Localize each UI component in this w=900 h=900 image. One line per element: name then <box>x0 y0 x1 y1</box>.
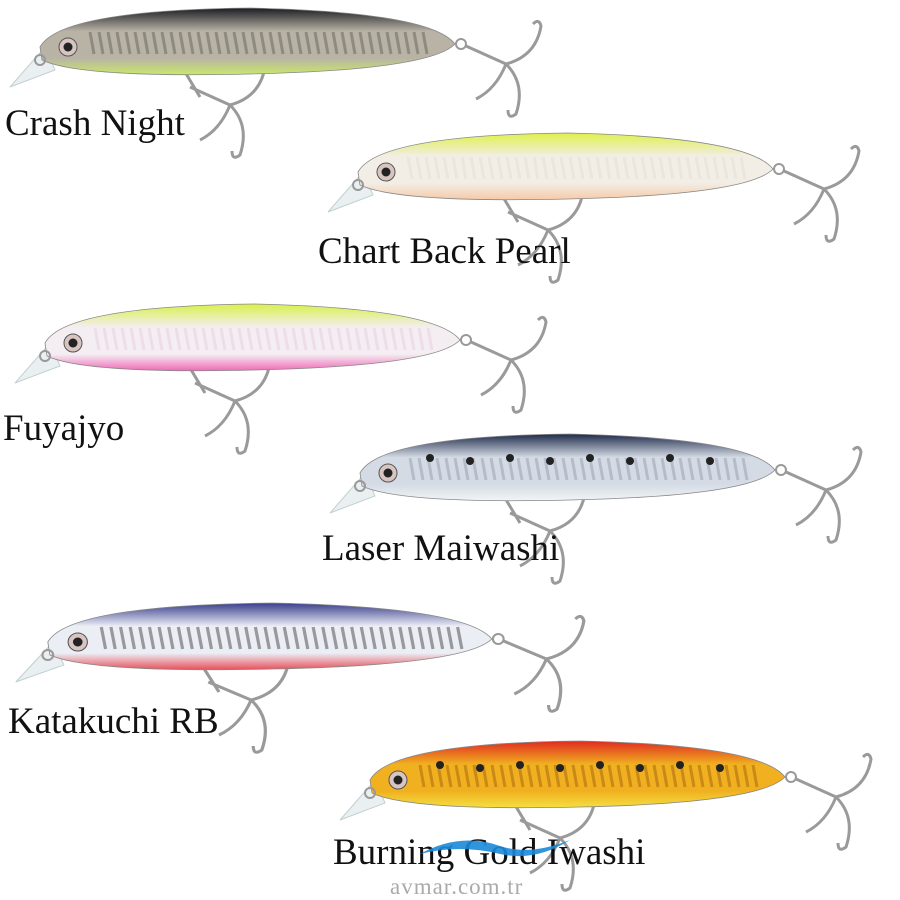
lure-label: Burning Gold Iwashi <box>333 832 646 873</box>
treble-hook-icon <box>783 144 861 243</box>
treble-hook-icon <box>795 752 873 851</box>
spot <box>706 457 714 465</box>
lure-body <box>357 132 774 201</box>
spot <box>626 457 634 465</box>
lure-body <box>359 433 776 502</box>
hook-line <box>188 367 207 394</box>
hook-line <box>183 71 202 98</box>
lure-image-crash-night <box>0 2 580 177</box>
watermark-text: avmar.com.tr <box>390 874 524 899</box>
spot <box>466 457 474 465</box>
spot <box>676 761 684 769</box>
spot <box>636 764 644 772</box>
spot <box>716 764 724 772</box>
spot <box>516 761 524 769</box>
lure-image-chart-back-pearl <box>318 127 898 302</box>
lure-label: Chart Back Pearl <box>318 231 571 272</box>
spot <box>506 454 514 462</box>
spot <box>426 454 434 462</box>
watermark-wave-logo <box>420 840 570 857</box>
lure-body <box>47 602 493 671</box>
belly-hook-icon <box>189 60 267 159</box>
hook-line <box>513 804 532 831</box>
belly-hook-icon <box>194 356 272 455</box>
hook-line <box>501 196 520 223</box>
treble-hook-icon <box>502 614 586 713</box>
hook-line <box>503 497 522 524</box>
lure-body <box>39 7 456 76</box>
spot <box>666 454 674 462</box>
spot <box>596 761 604 769</box>
lure-body <box>44 303 461 372</box>
spot <box>436 761 444 769</box>
spot <box>476 764 484 772</box>
spot <box>546 457 554 465</box>
spot <box>556 764 564 772</box>
lure-image-laser-maiwashi <box>320 428 900 603</box>
lure-label: Katakuchi RB <box>8 701 219 742</box>
treble-hook-icon <box>465 19 543 118</box>
lure-label: Fuyajyo <box>3 408 125 449</box>
lure-image-katakuchi-rb <box>5 597 626 772</box>
spot <box>586 454 594 462</box>
treble-hook-icon <box>470 315 548 414</box>
belly-hook-icon <box>207 655 291 754</box>
lure-label: Crash Night <box>5 103 185 144</box>
lure-image-fuyajyo <box>5 298 585 473</box>
treble-hook-icon <box>785 445 863 544</box>
lure-body <box>369 740 786 809</box>
lure-image-burning-gold-iwashi <box>330 735 900 900</box>
lure-label: Laser Maiwashi <box>322 528 560 569</box>
hook-line <box>201 666 221 693</box>
